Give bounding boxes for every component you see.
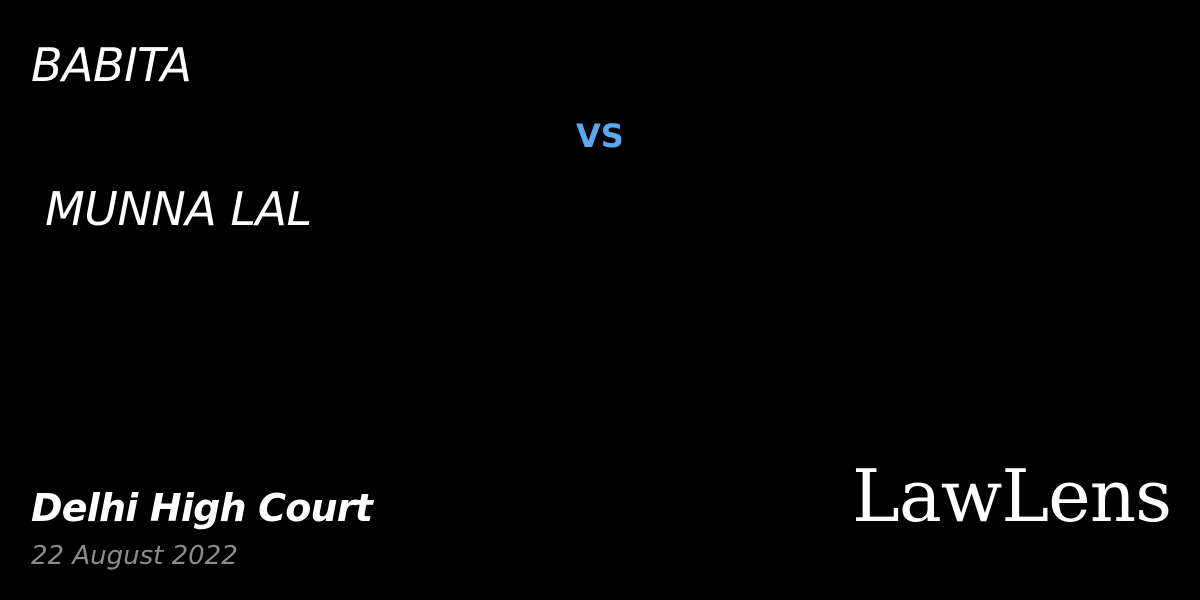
party-one-name: BABITA: [31, 38, 192, 92]
party-two-name: MUNNA LAL: [31, 182, 312, 236]
judgment-date: 22 August 2022: [31, 541, 238, 571]
versus-label: VS: [576, 117, 624, 155]
court-name: Delhi High Court: [31, 486, 373, 530]
brand-logo: LawLens: [852, 454, 1172, 538]
